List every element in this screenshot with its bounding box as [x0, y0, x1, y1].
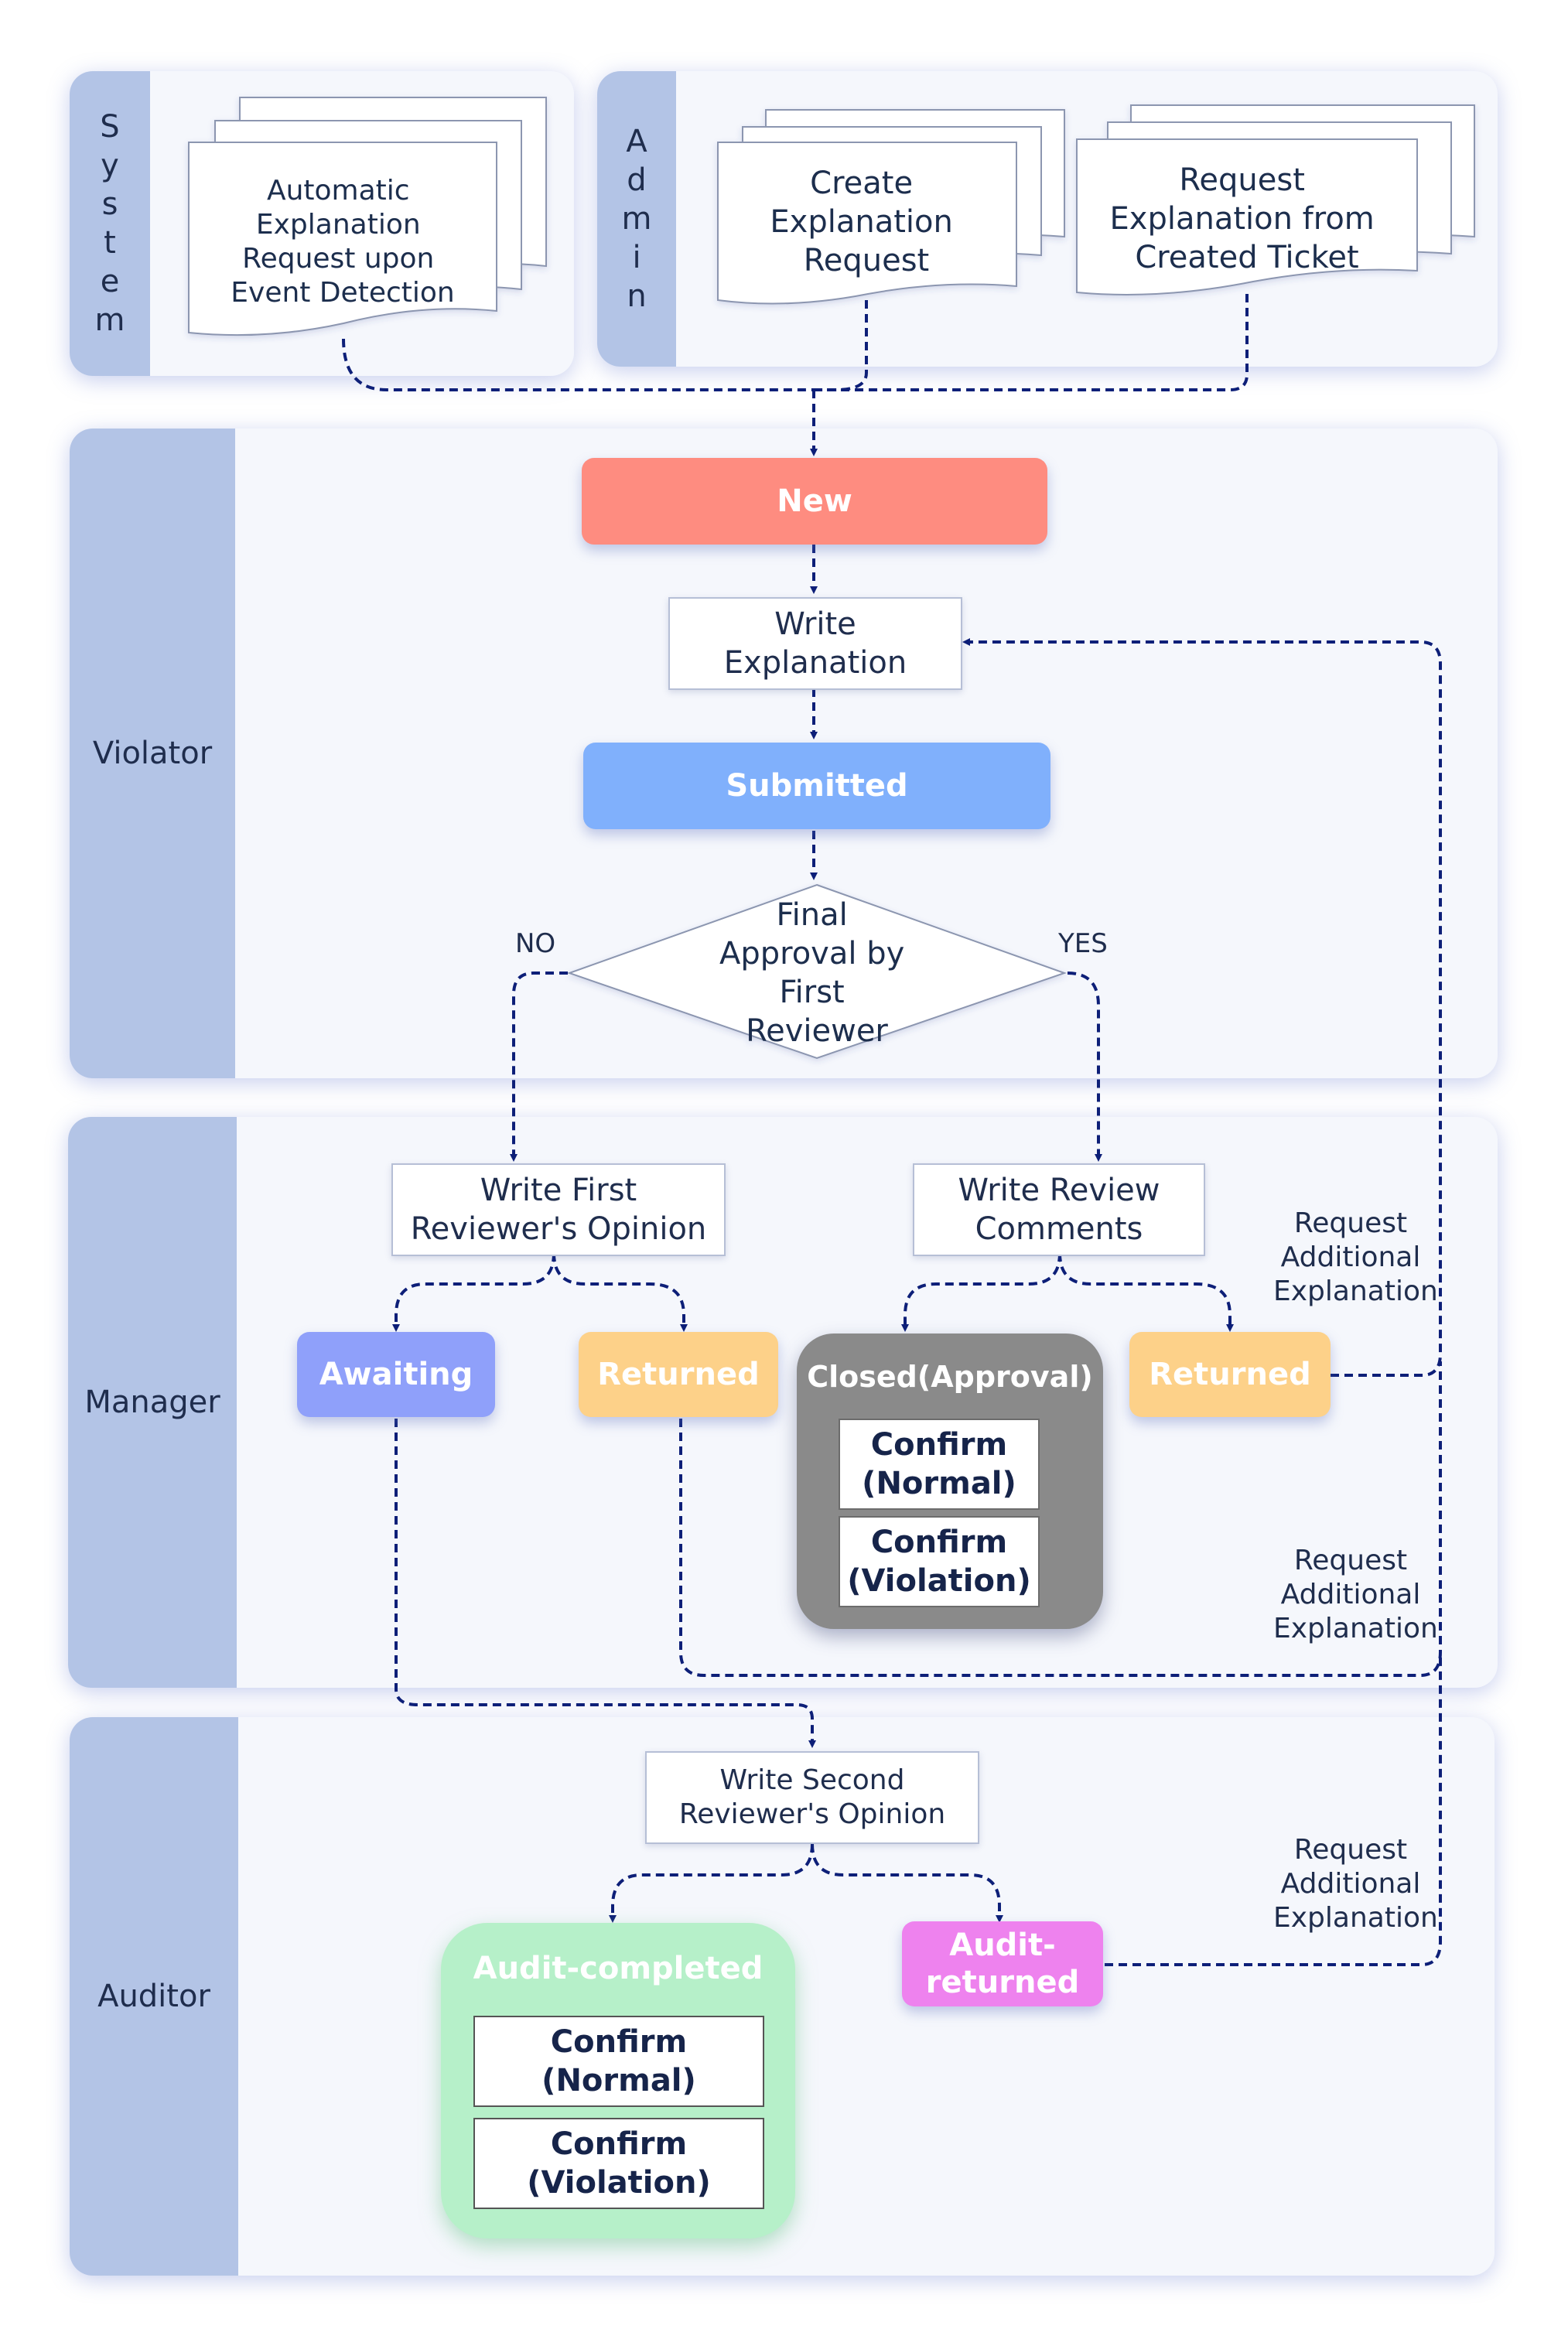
connector-first-opinion-split-right: [552, 1252, 688, 1332]
connector-decision-yes: [1067, 972, 1102, 1162]
create-request-line-2: Explanation: [770, 204, 952, 240]
create-request-document-stack: Create Explanation Request: [717, 109, 1065, 305]
connector-returned-right-loop: [962, 638, 1442, 1377]
connector-returned-left-loop: [679, 1361, 1442, 1677]
decision-no-label: NO: [515, 928, 556, 959]
audit-confirm-normal: Confirm (Normal): [473, 2016, 764, 2107]
create-request-line-1: Create: [810, 166, 913, 201]
svg-text:Request Explanation from: Request Explanation from Created Ticket: [1110, 162, 1385, 275]
connector-review-split-right: [1058, 1252, 1234, 1332]
closed-approval-title: Closed(Approval): [807, 1360, 1093, 1394]
decision-line-2: Approval by: [719, 936, 904, 972]
write-first-opinion-step: Write First Reviewer's Opinion: [391, 1163, 726, 1256]
auto-request-line-3: Request upon: [242, 243, 434, 275]
final-approval-decision: Final Approval by First Reviewer: [566, 883, 1068, 1060]
auto-request-line-4: Event Detection: [231, 277, 454, 309]
decision-line-3: First: [780, 975, 845, 1010]
request-additional-note-auditor: Request Additional Explanation: [1273, 1834, 1438, 1934]
connector-review-split-left: [901, 1252, 1061, 1332]
auditor-lane-label: Auditor: [97, 1979, 210, 2014]
connector-first-opinion-split: [392, 1252, 555, 1332]
manager-lane-header: Manager: [68, 1117, 237, 1688]
audit-completed-group: Audit-completed Confirm (Normal) Confirm…: [441, 1923, 795, 2238]
svg-text:Create Explanation: Create Explanation Request: [770, 166, 962, 278]
admin-lane-header: A d m i n: [597, 71, 676, 367]
ticket-request-line-2: Explanation from: [1110, 201, 1375, 237]
status-new: New: [582, 458, 1047, 545]
write-second-opinion-step: Write Second Reviewer's Opinion: [645, 1751, 979, 1844]
system-lane-header: S y s t e m: [70, 71, 150, 376]
status-awaiting: Awaiting: [297, 1332, 495, 1417]
decision-line-4: Reviewer: [746, 1013, 888, 1049]
closed-confirm-normal: Confirm (Normal): [839, 1419, 1040, 1510]
ticket-request-line-1: Request: [1179, 162, 1304, 198]
svg-text:Final Approval by: Final Approval by First Reviewer: [719, 897, 914, 1049]
decision-yes-label: YES: [1058, 928, 1108, 959]
ticket-request-document-stack: Request Explanation from Created Ticket: [1076, 104, 1475, 295]
closed-confirm-violation: Confirm (Violation): [839, 1516, 1040, 1607]
auto-request-line-2: Explanation: [256, 209, 421, 241]
write-review-comments-step: Write Review Comments: [913, 1163, 1205, 1256]
connector-decision-no: [510, 972, 568, 1162]
violator-lane-label: Violator: [92, 736, 213, 771]
connector-second-split-left: [609, 1843, 814, 1923]
status-returned-left: Returned: [579, 1332, 778, 1417]
audit-confirm-violation: Confirm (Violation): [473, 2118, 764, 2209]
ticket-request-line-3: Created Ticket: [1135, 240, 1358, 275]
system-lane-label: S y s t e m: [94, 109, 125, 338]
manager-lane-label: Manager: [84, 1385, 220, 1420]
auditor-lane-header: Auditor: [70, 1717, 238, 2276]
connector-second-split-right: [811, 1843, 1003, 1923]
decision-line-1: Final: [777, 897, 848, 933]
connector-ticket-to-merge: [814, 294, 1249, 391]
auto-request-line-1: Automatic: [267, 175, 410, 207]
status-submitted: Submitted: [583, 743, 1050, 829]
status-returned-right: Returned: [1129, 1332, 1331, 1417]
status-audit-returned: Audit- returned: [902, 1921, 1103, 2006]
request-additional-note-top: Request Additional Explanation: [1273, 1207, 1438, 1307]
create-request-line-3: Request: [804, 243, 929, 278]
svg-text:Automatic Explanation: Automatic Explanation Request upon Event…: [231, 175, 454, 309]
closed-approval-group: Closed(Approval) Confirm (Normal) Confir…: [797, 1333, 1103, 1629]
write-explanation-step: Write Explanation: [668, 597, 962, 690]
request-additional-note-bottom: Request Additional Explanation: [1273, 1545, 1438, 1644]
violator-lane-header: Violator: [70, 429, 235, 1078]
auto-request-document-stack: Automatic Explanation Request upon Event…: [188, 97, 547, 336]
connector-audit-returned-loop: [1105, 1655, 1442, 1966]
connector-create-to-merge: [814, 300, 868, 391]
connector-awaiting-to-second: [395, 1419, 816, 1748]
connector-auto-to-merge: [342, 338, 814, 391]
admin-lane-label: A d m i n: [621, 124, 652, 314]
audit-completed-title: Audit-completed: [473, 1951, 764, 1986]
